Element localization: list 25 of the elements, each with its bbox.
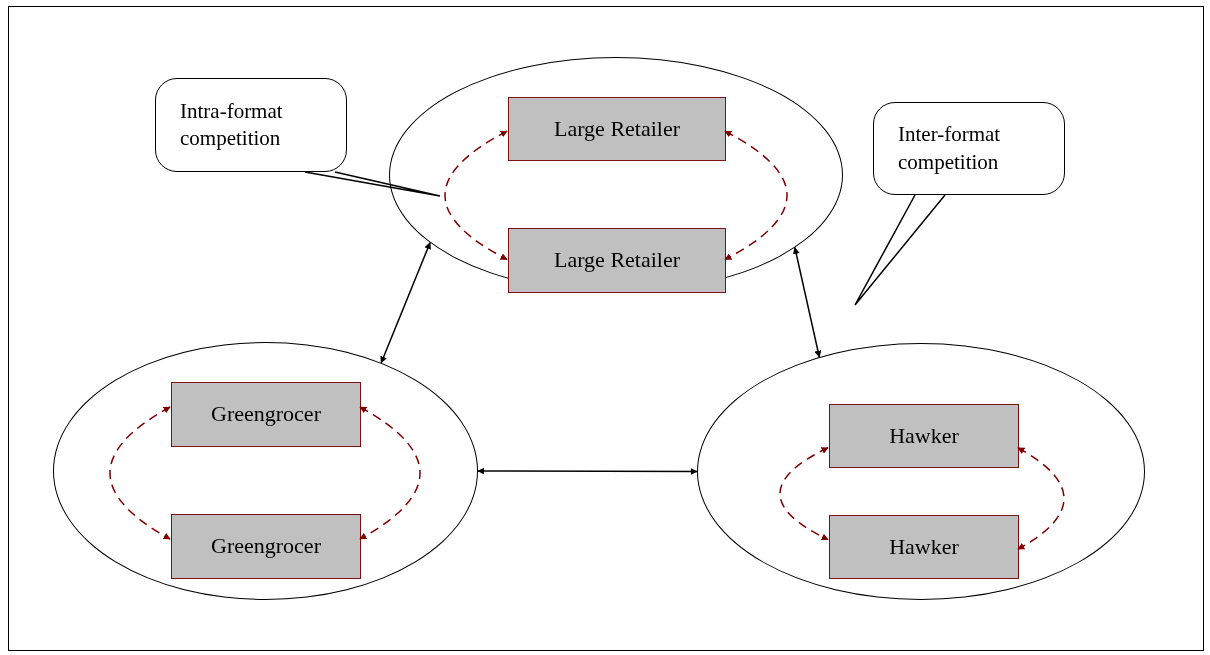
- dashed-arrow: [724, 130, 788, 261]
- dashed-arrow: [359, 406, 421, 540]
- store-box: [171, 382, 361, 447]
- store-box: [171, 514, 361, 579]
- node-label: Intra-format competition: [180, 97, 284, 152]
- node-label: Hawker: [889, 532, 959, 561]
- node-label: Inter-format competition: [898, 121, 1002, 176]
- dashed-arrow: [1017, 447, 1065, 550]
- node-label: Large Retailer: [554, 114, 680, 143]
- dashed-arrow: [109, 406, 171, 540]
- node-label: Greengrocer: [211, 532, 321, 561]
- callout-bubble: [155, 78, 347, 172]
- store-box: [829, 404, 1019, 468]
- double-arrow: [477, 467, 698, 475]
- double-arrow: [792, 246, 822, 358]
- store-box: [829, 515, 1019, 579]
- node-label: Greengrocer: [211, 400, 321, 429]
- node-label: Large Retailer: [554, 246, 680, 275]
- dashed-arrow: [444, 130, 508, 261]
- dashed-arrow: [779, 447, 829, 541]
- callout-bubble: [873, 102, 1065, 195]
- double-arrow: [380, 241, 431, 364]
- store-box: [508, 97, 726, 161]
- store-box: [508, 228, 726, 293]
- node-label: Hawker: [889, 421, 959, 450]
